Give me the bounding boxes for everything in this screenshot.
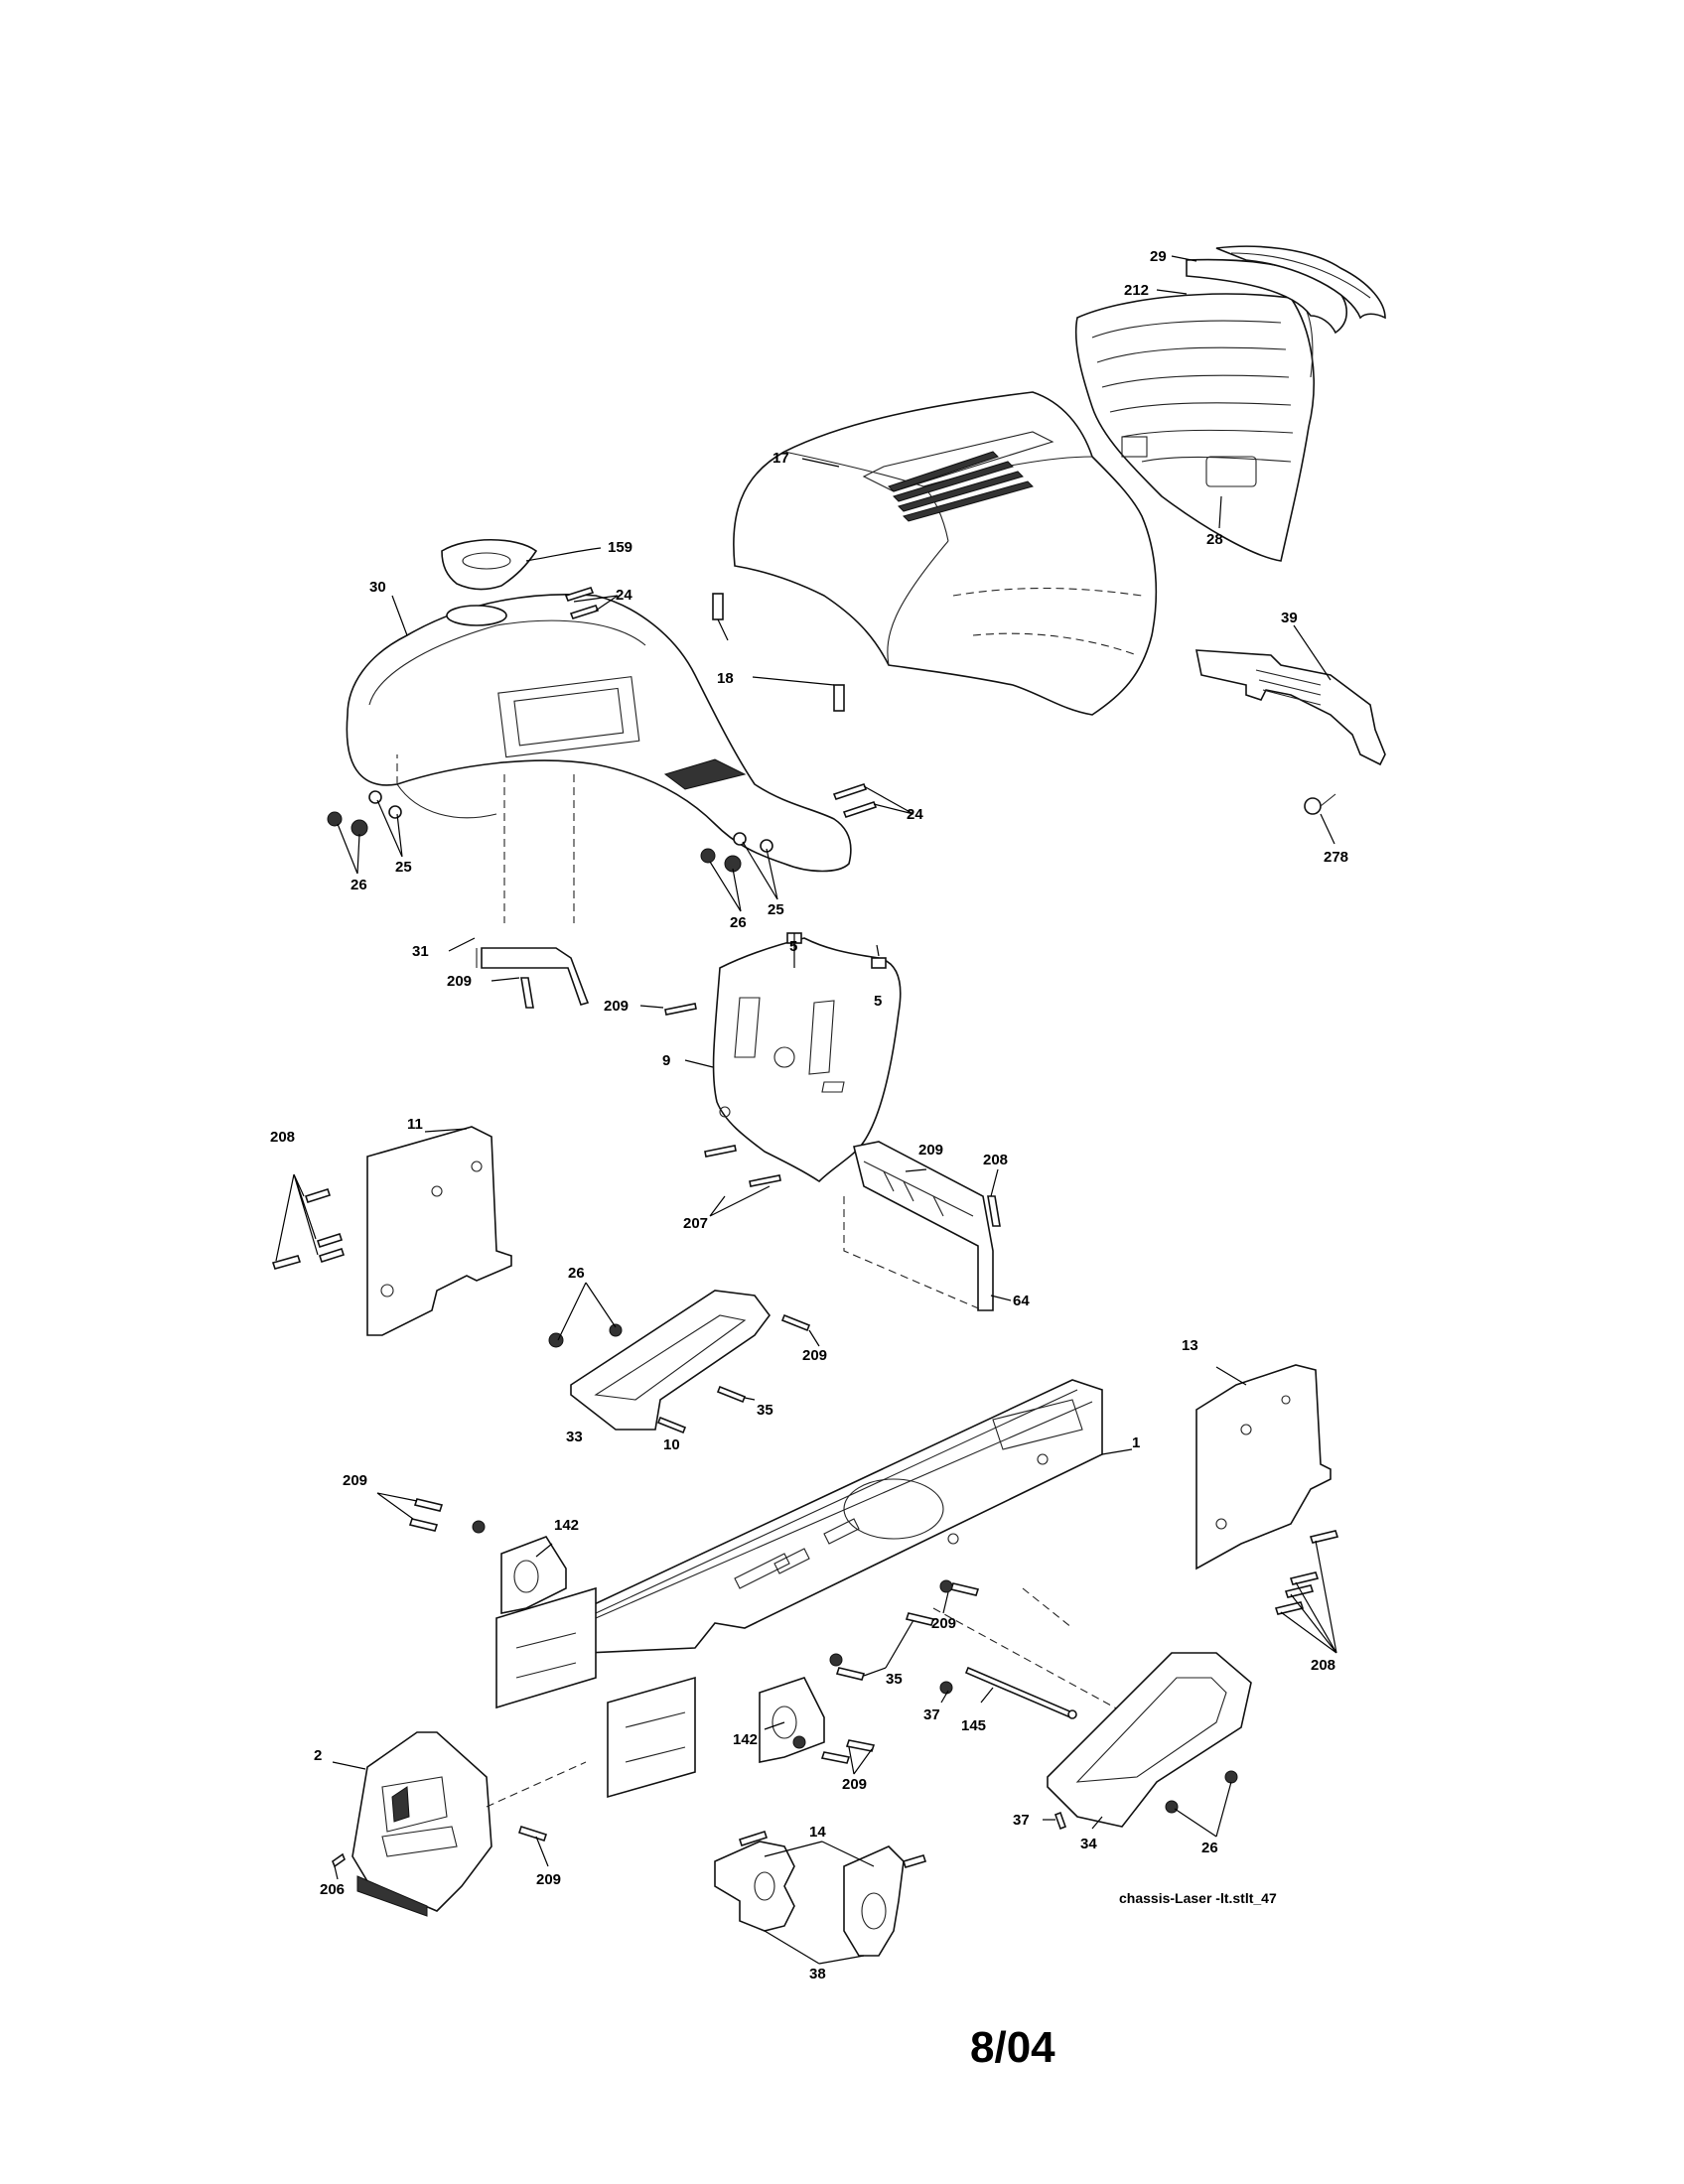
bolts-208-right bbox=[1274, 1530, 1339, 1615]
bolts-209-rear-left bbox=[408, 1498, 486, 1534]
callout-278: 278 bbox=[1324, 849, 1348, 866]
callout-37a: 37 bbox=[923, 1706, 940, 1723]
callout-2: 2 bbox=[314, 1747, 322, 1764]
callout-209c: 209 bbox=[918, 1142, 943, 1159]
bolts-footrest bbox=[656, 1313, 811, 1434]
callout-1: 1 bbox=[1132, 1434, 1140, 1451]
callout-145: 145 bbox=[961, 1717, 986, 1734]
callout-209d: 209 bbox=[802, 1347, 827, 1364]
rear-hitch-plate bbox=[351, 1731, 587, 1917]
callout-9: 9 bbox=[662, 1052, 670, 1069]
callout-10: 10 bbox=[663, 1436, 680, 1453]
grille-assembly bbox=[1074, 245, 1386, 562]
callout-26a: 26 bbox=[351, 877, 367, 893]
leader-lines bbox=[275, 255, 1337, 1965]
rear-bracket-lower bbox=[607, 1676, 825, 1799]
callout-26b: 26 bbox=[730, 914, 747, 931]
frame bbox=[585, 1379, 1143, 1723]
callout-209f: 209 bbox=[931, 1615, 956, 1632]
footrest-left bbox=[548, 1290, 771, 1431]
steering-support bbox=[843, 1141, 1001, 1311]
callout-5b: 5 bbox=[874, 993, 882, 1010]
callout-14: 14 bbox=[809, 1824, 826, 1841]
callout-208a: 208 bbox=[270, 1129, 295, 1146]
page-date: 8/04 bbox=[970, 2023, 1055, 2072]
callout-17: 17 bbox=[772, 450, 789, 467]
bolts-24-upper bbox=[564, 587, 600, 619]
callout-142b: 142 bbox=[733, 1731, 758, 1748]
side-panel-left bbox=[366, 1126, 512, 1336]
callout-35a: 35 bbox=[757, 1402, 773, 1419]
rear-bracket-upper bbox=[495, 1536, 597, 1709]
callout-30: 30 bbox=[369, 579, 386, 596]
callout-28: 28 bbox=[1206, 531, 1223, 548]
callout-209h: 209 bbox=[536, 1871, 561, 1888]
callout-25b: 25 bbox=[768, 901, 784, 918]
callout-37b: 37 bbox=[1013, 1812, 1030, 1829]
callout-29: 29 bbox=[1150, 248, 1167, 265]
callout-159: 159 bbox=[608, 539, 632, 556]
callout-labels: 29 212 17 159 30 24 28 39 18 24 278 25 2… bbox=[270, 248, 1348, 1982]
brackets-14 bbox=[714, 1830, 927, 1957]
callout-209e: 209 bbox=[343, 1472, 367, 1489]
hood bbox=[733, 391, 1158, 716]
bolts-24-lower bbox=[832, 783, 878, 818]
callout-35b: 35 bbox=[886, 1671, 903, 1688]
rod-145 bbox=[939, 1666, 1077, 1719]
diagram-caption: chassis-Laser -lt.stlt_47 bbox=[1119, 1890, 1277, 1906]
bolts-hitch bbox=[332, 1825, 548, 1868]
callout-212: 212 bbox=[1124, 282, 1149, 299]
callout-31: 31 bbox=[412, 943, 429, 960]
side-panel-right bbox=[1195, 1364, 1332, 1570]
callout-26c: 26 bbox=[568, 1265, 585, 1282]
callout-209g: 209 bbox=[842, 1776, 867, 1793]
callout-64: 64 bbox=[1013, 1293, 1030, 1309]
callout-208c: 208 bbox=[1311, 1657, 1335, 1674]
dash-support bbox=[712, 937, 902, 1183]
callout-208b: 208 bbox=[983, 1152, 1008, 1168]
bolts-rear-lower bbox=[792, 1735, 876, 1764]
callout-39: 39 bbox=[1281, 610, 1298, 626]
footrest-right bbox=[1047, 1652, 1252, 1831]
bolts-208-left bbox=[271, 1187, 346, 1270]
callout-33: 33 bbox=[566, 1429, 583, 1445]
callout-18: 18 bbox=[717, 670, 734, 687]
callout-34: 34 bbox=[1080, 1836, 1097, 1852]
callout-38: 38 bbox=[809, 1966, 826, 1982]
callout-206: 206 bbox=[320, 1881, 345, 1898]
callout-209a: 209 bbox=[447, 973, 472, 990]
callout-25a: 25 bbox=[395, 859, 412, 876]
callout-26d: 26 bbox=[1201, 1840, 1218, 1856]
hood-bumpers bbox=[712, 593, 845, 712]
callout-24a: 24 bbox=[616, 587, 632, 604]
dash-panel bbox=[346, 539, 852, 873]
callout-142a: 142 bbox=[554, 1517, 579, 1534]
nuts-washers-right bbox=[700, 832, 773, 873]
callout-209b: 209 bbox=[604, 998, 629, 1015]
bolts-under-frame bbox=[829, 1579, 980, 1681]
callout-5a: 5 bbox=[789, 938, 797, 955]
callout-11: 11 bbox=[407, 1116, 423, 1133]
callout-13: 13 bbox=[1182, 1337, 1198, 1354]
callout-24b: 24 bbox=[907, 806, 923, 823]
callout-207: 207 bbox=[683, 1215, 708, 1232]
dash-bracket bbox=[476, 947, 590, 1009]
hood-bracket bbox=[1195, 649, 1386, 815]
